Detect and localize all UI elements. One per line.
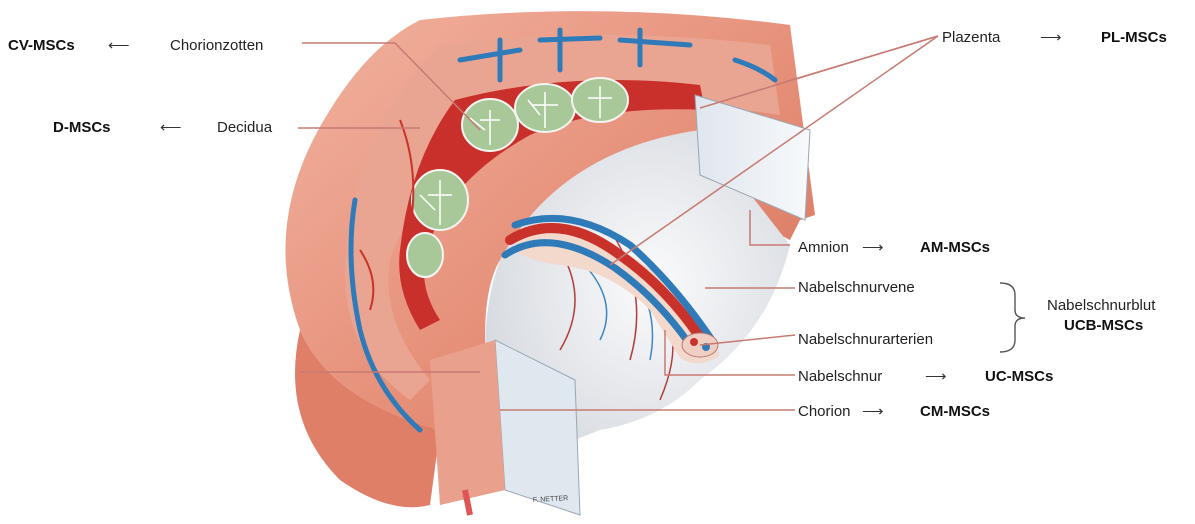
ucb-mscs-label: UCB-MSCs [1064, 317, 1143, 334]
amnion-label: Amnion [798, 239, 849, 256]
nabelschnurarterien-label: Nabelschnurarterien [798, 331, 933, 348]
chorion-wall-cut [430, 340, 505, 505]
chorionzotten-label: Chorionzotten [170, 37, 263, 54]
decidua-label: Decidua [217, 119, 272, 136]
plazenta-label: Plazenta [942, 29, 1000, 46]
arrow-left-icon: ⟵ [108, 37, 130, 54]
cm-mscs-label: CM-MSCs [920, 403, 990, 420]
chorion-label: Chorion [798, 403, 851, 420]
arrow-right-icon: ⟶ [925, 368, 947, 385]
nabelschnur-label: Nabelschnur [798, 368, 882, 385]
arrow-right-icon: ⟶ [1040, 29, 1062, 46]
arrow-right-icon: ⟶ [862, 403, 884, 420]
am-mscs-label: AM-MSCs [920, 239, 990, 256]
nabelschnurvene-label: Nabelschnurvene [798, 279, 915, 296]
bracket [1000, 283, 1025, 352]
nabelschnurblut-label: Nabelschnurblut [1047, 297, 1155, 314]
cv-mscs-label: CV-MSCs [8, 37, 75, 54]
d-mscs-label: D-MSCs [53, 119, 111, 136]
arrow-right-icon: ⟶ [862, 239, 884, 256]
pl-mscs-label: PL-MSCs [1101, 29, 1167, 46]
arrow-left-icon: ⟵ [160, 119, 182, 136]
uc-mscs-label: UC-MSCs [985, 368, 1053, 385]
